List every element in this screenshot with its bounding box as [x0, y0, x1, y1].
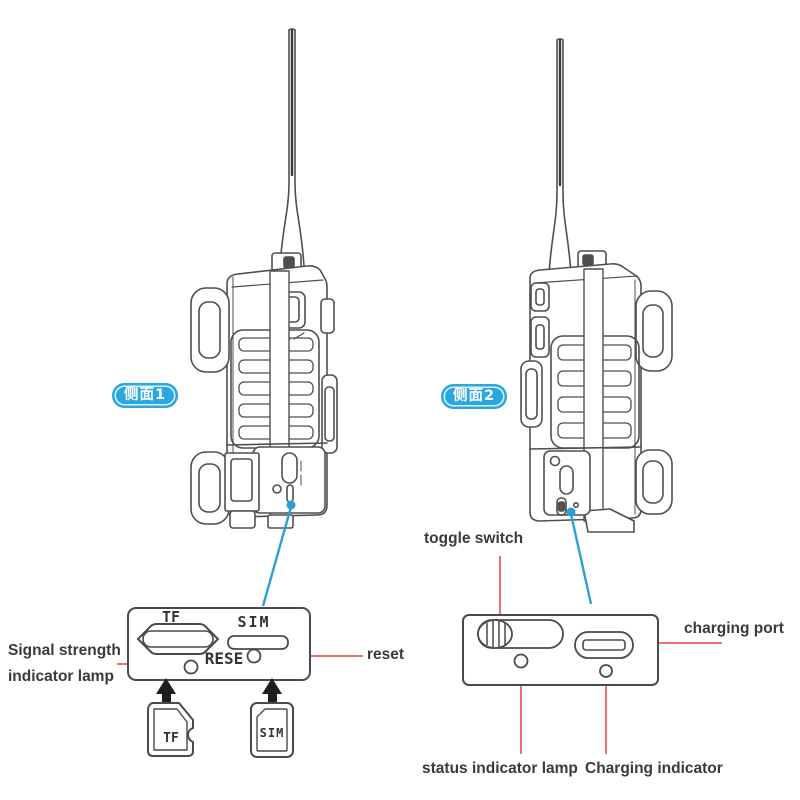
up-arrow-icon	[156, 678, 176, 694]
mounting-loops	[635, 290, 673, 515]
mounting-loops	[190, 287, 230, 525]
reset-button-hole	[246, 648, 262, 664]
tf-sim-panel: TF SIM RESE	[127, 607, 311, 681]
charging-port-label: charging port	[684, 620, 784, 637]
tf-slot-inner	[142, 630, 214, 648]
toggle-charging-panel	[462, 614, 659, 686]
reset-label: reset	[367, 646, 405, 663]
reset-slot-label: RESE	[205, 649, 244, 668]
antenna	[279, 28, 305, 278]
charging-indicator-label: Charging indicator	[585, 760, 723, 777]
device-side2-drawing	[520, 38, 673, 533]
sim-card-label: SIM	[260, 726, 285, 740]
tf-slot-label: TF	[162, 608, 180, 626]
strap-buckle	[271, 252, 302, 273]
status-indicator-lamp	[513, 653, 529, 669]
side-clasp	[320, 298, 338, 454]
port-cover	[281, 452, 298, 484]
tf-card-label: TF	[163, 731, 179, 746]
bottom-foot	[224, 452, 260, 529]
signal-strength-label: Signal strength indicator lamp	[8, 642, 121, 686]
usb-port	[559, 465, 574, 495]
signal-strength-label-line2: indicator lamp	[8, 668, 114, 685]
cards-group: TF SIM	[147, 678, 294, 758]
sim-slot	[227, 635, 289, 650]
toggle-switch-knob	[477, 619, 513, 649]
hinge-details	[530, 282, 550, 358]
side2-badge: 侧面2	[441, 384, 508, 409]
side-clasp	[520, 360, 543, 428]
charging-port-inner	[582, 639, 626, 651]
antenna	[548, 38, 572, 286]
port-compartment	[529, 446, 642, 516]
toggle-knob	[557, 501, 566, 512]
charging-indicator-lamp	[599, 664, 613, 678]
sim-slot-label: SIM	[237, 613, 270, 631]
toggle-slot	[556, 497, 567, 516]
signal-strength-lamp	[183, 659, 199, 675]
toggle-switch-label: toggle switch	[424, 530, 524, 547]
status-indicator-label: status indicator lamp	[422, 760, 578, 777]
side1-badge: 侧面1	[112, 383, 179, 408]
tf-card-icon	[147, 702, 194, 757]
small-lamp-hole	[549, 455, 561, 467]
signal-strength-label-line1: Signal strength	[8, 642, 121, 659]
sim-card-icon	[250, 702, 294, 758]
up-arrows	[156, 678, 282, 706]
up-arrow-icon	[262, 678, 282, 694]
device-side1-drawing	[190, 28, 338, 529]
small-lamp-hole	[272, 484, 282, 494]
